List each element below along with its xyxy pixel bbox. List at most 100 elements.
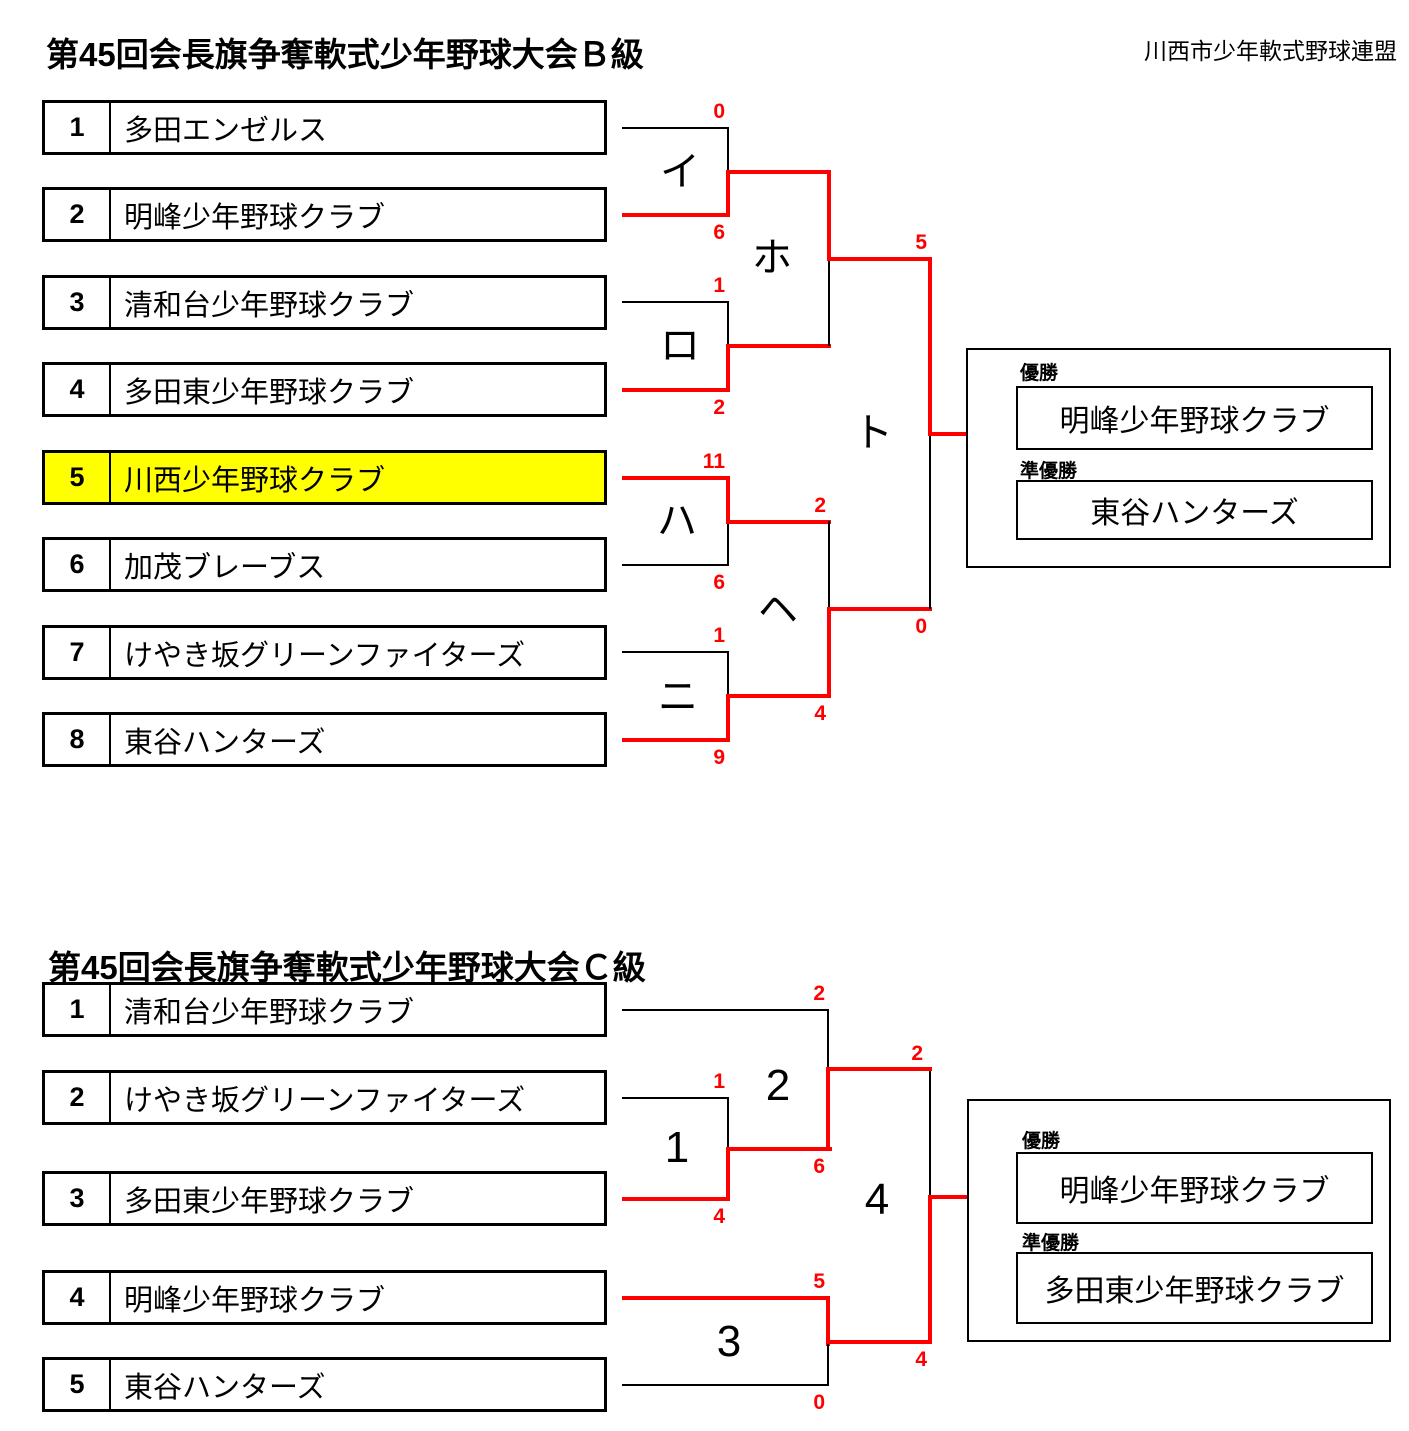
b-team-name-2: 明峰少年野球クラブ [124, 201, 386, 234]
line-b-game-ni-vertical-bottom-winner [726, 694, 730, 742]
b-score-to-bottom: 0 [915, 615, 927, 638]
b-section-title: 第45回会長旗争奪軟式少年野球大会Ｂ級 [46, 36, 644, 73]
b-team-seed-1: 1 [45, 103, 111, 152]
c-score-game1-winner: 6 [813, 1155, 825, 1178]
line-b-game-i-vertical-bottom-winner [726, 170, 730, 217]
line-b-game-he-winner-exit [827, 607, 932, 611]
line-b-champion-connector [928, 432, 968, 436]
b-score-ro-bottom: 2 [713, 396, 725, 419]
line-c-champion-connector [928, 1195, 969, 1199]
line-c-game4-vertical-top [929, 1068, 931, 1199]
line-b-entry-3 [622, 301, 729, 303]
b-team-row-2: 2 明峰少年野球クラブ [42, 187, 607, 242]
b-runnerup-name-box: 東谷ハンターズ [1016, 480, 1373, 540]
line-c-game4-vertical-bottom-winner [928, 1197, 932, 1344]
c-team-seed-4: 4 [45, 1273, 111, 1322]
b-team-row-5-highlighted: 5 川西少年野球クラブ [42, 450, 607, 505]
c-champion-name: 明峰少年野球クラブ [1059, 1175, 1330, 1208]
b-team-name-7: けやき坂グリーンファイターズ [124, 639, 526, 672]
b-team-name-6: 加茂ブレーブス [124, 551, 326, 584]
line-b-game-to-vertical-bottom [929, 434, 931, 609]
line-b-game-ho-vertical-top-winner [827, 170, 831, 261]
b-score-he-top: 2 [814, 494, 826, 517]
line-c-entry-3-winner [622, 1197, 729, 1201]
b-team-seed-8: 8 [45, 715, 111, 764]
c-score-team1-entry: 2 [813, 982, 825, 1005]
line-b-game-i-vertical-top [727, 127, 729, 172]
c-score-game1-bottom: 4 [713, 1205, 725, 1228]
b-team-seed-6: 6 [45, 540, 111, 589]
line-b-entry-5-winner [622, 476, 729, 480]
c-team-seed-2: 2 [45, 1073, 111, 1122]
b-score-he-bottom: 4 [814, 702, 826, 725]
c-section-title: 第45回会長旗争奪軟式少年野球大会Ｃ級 [48, 949, 646, 986]
line-b-game-he-vertical-top [828, 521, 830, 609]
line-b-game-ha-winner-exit [726, 520, 831, 524]
c-team-seed-1: 1 [45, 985, 111, 1034]
b-team-seed-7: 7 [45, 628, 111, 677]
b-team-name-4: 多田東少年野球クラブ [124, 376, 415, 409]
line-b-game-ni-winner-exit [726, 694, 831, 698]
line-b-game-ro-vertical-top [727, 301, 729, 346]
organization-name: 川西市少年軟式野球連盟 [1144, 38, 1397, 64]
c-team-row-3: 3 多田東少年野球クラブ [42, 1171, 607, 1226]
c-game-label-2: 2 [765, 1061, 791, 1110]
b-team-seed-2: 2 [45, 190, 111, 239]
b-score-to-top: 5 [915, 231, 927, 254]
c-score-game3-bottom: 0 [813, 1391, 825, 1414]
line-c-game1-vertical-bottom-winner [726, 1147, 730, 1201]
line-c-entry-5 [622, 1384, 829, 1386]
b-team-row-1: 1 多田エンゼルス [42, 100, 607, 155]
c-team-name-4: 明峰少年野球クラブ [124, 1284, 386, 1317]
c-team-name-1: 清和台少年野球クラブ [124, 996, 415, 1029]
b-game-label-ha: ハ [657, 499, 697, 543]
line-c-game2-winner-exit [826, 1067, 932, 1071]
c-team-name-5: 東谷ハンターズ [124, 1371, 326, 1404]
b-team-name-1: 多田エンゼルス [124, 114, 328, 147]
b-score-i-top: 0 [713, 100, 725, 123]
c-game-label-1: 1 [664, 1123, 690, 1172]
line-c-entry-2 [622, 1097, 729, 1099]
line-b-entry-4-winner [622, 388, 729, 392]
line-c-game2-vertical-top [827, 1009, 829, 1069]
b-game-label-he: ヘ [758, 588, 798, 632]
line-b-game-ha-vertical-bottom [727, 521, 729, 566]
line-c-game3-vertical-bottom [827, 1344, 829, 1386]
line-c-game1-winner-exit [726, 1147, 832, 1151]
line-b-game-ho-winner-exit [827, 257, 932, 261]
b-score-ha-top: 11 [702, 450, 725, 473]
c-team-seed-5: 5 [45, 1360, 111, 1409]
line-b-game-to-vertical-top-winner [928, 257, 932, 436]
c-team-row-2: 2 けやき坂グリーンファイターズ [42, 1070, 607, 1125]
c-runnerup-name: 多田東少年野球クラブ [1044, 1275, 1345, 1308]
line-b-entry-1 [622, 127, 729, 129]
c-score-game3-top: 5 [813, 1270, 825, 1293]
c-runnerup-label: 準優勝 [1022, 1233, 1080, 1254]
line-b-game-ro-winner-exit [726, 344, 831, 348]
c-runnerup-name-box: 多田東少年野球クラブ [1016, 1252, 1373, 1324]
b-game-label-to: ト [853, 411, 893, 455]
line-b-entry-8-winner [622, 738, 729, 742]
c-champion-label: 優勝 [1022, 1131, 1061, 1152]
c-score-game3-winner: 4 [915, 1348, 927, 1371]
b-score-ni-top: 1 [713, 624, 725, 647]
b-runnerup-label: 準優勝 [1020, 461, 1078, 482]
line-b-game-i-winner-exit [726, 170, 831, 174]
b-score-i-bottom: 6 [713, 221, 725, 244]
line-b-game-ha-vertical-top-winner [726, 476, 730, 524]
b-team-name-3: 清和台少年野球クラブ [124, 289, 415, 322]
c-game-label-4: 4 [864, 1175, 890, 1224]
b-team-seed-5: 5 [45, 453, 111, 502]
line-c-entry-1 [622, 1009, 829, 1011]
b-game-label-ho: ホ [752, 236, 792, 280]
c-champion-name-box: 明峰少年野球クラブ [1016, 1152, 1373, 1224]
line-b-game-ro-vertical-bottom-winner [726, 344, 730, 392]
b-team-name-5: 川西少年野球クラブ [124, 464, 386, 497]
c-team-seed-3: 3 [45, 1174, 111, 1223]
b-team-seed-4: 4 [45, 365, 111, 414]
line-c-game3-vertical-top-winner [826, 1296, 830, 1346]
c-team-name-2: けやき坂グリーンファイターズ [124, 1084, 526, 1117]
b-runnerup-name: 東谷ハンターズ [1090, 497, 1299, 530]
line-b-entry-2-winner [622, 213, 729, 217]
line-c-game2-vertical-bottom-winner [826, 1067, 830, 1151]
